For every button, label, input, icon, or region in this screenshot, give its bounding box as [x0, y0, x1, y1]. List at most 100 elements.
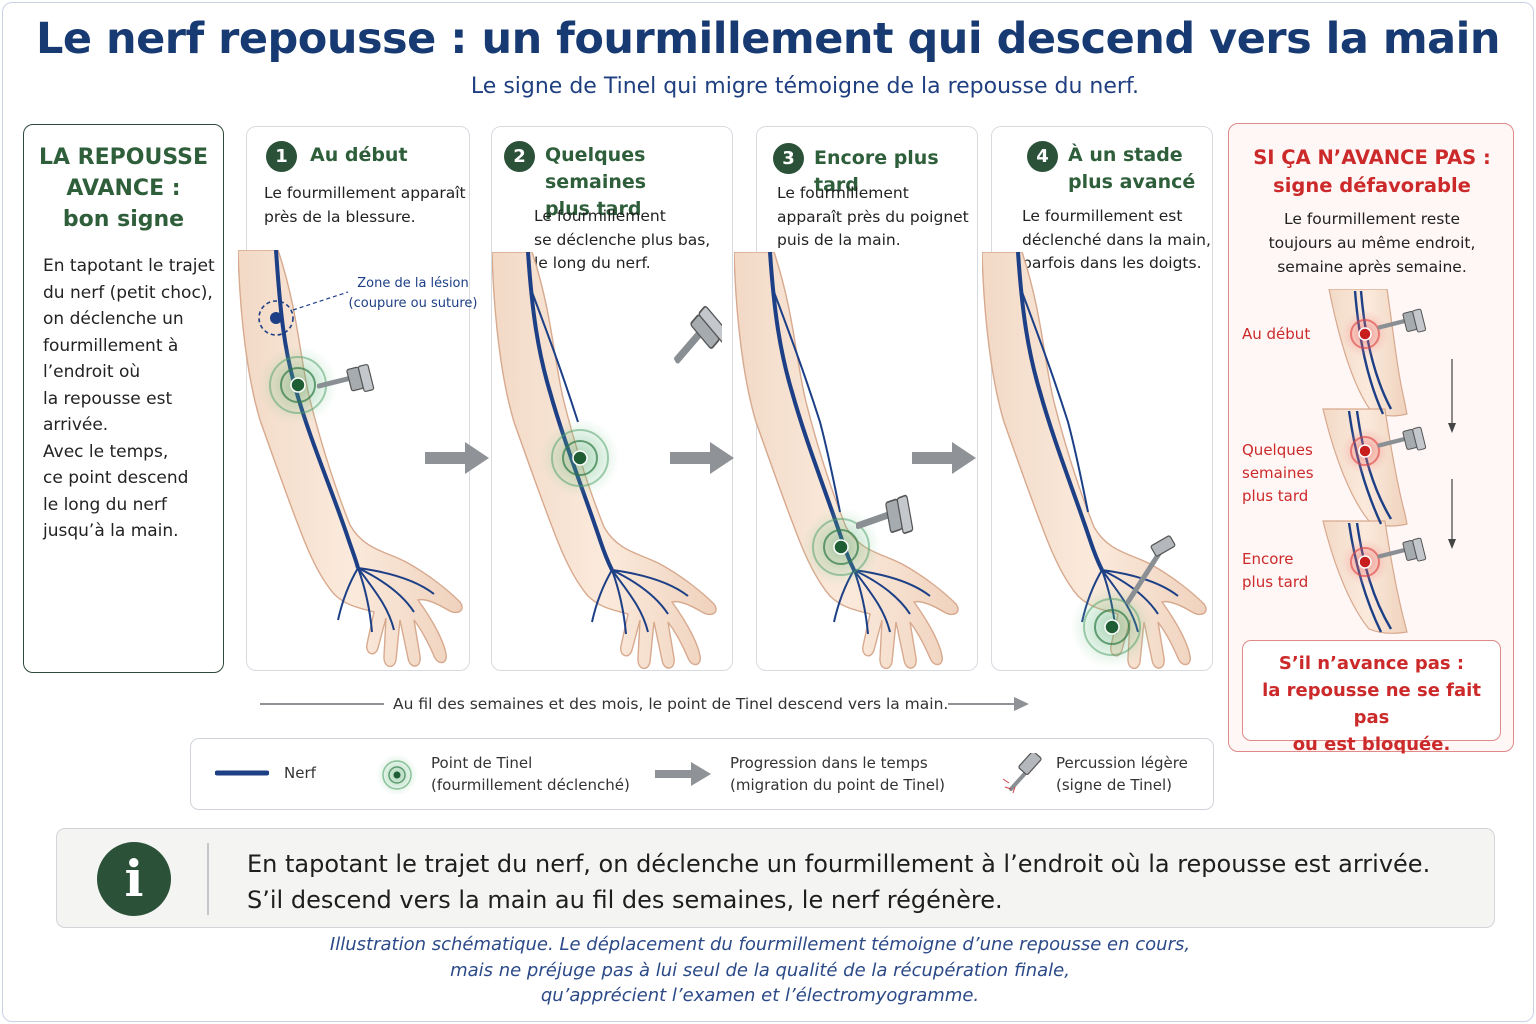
- bad-sign-description-line: Le fourmillement reste: [1284, 210, 1460, 228]
- hammer-swatch-head: [1018, 753, 1042, 775]
- stage-description: Le fourmillement se déclenche plus bas, …: [534, 205, 710, 276]
- stage-title: Quelques semaines plus tard: [545, 142, 732, 223]
- hammer-handle: [1125, 549, 1163, 605]
- legend-nerve-label: Nerf: [284, 764, 316, 782]
- tinel-ring: [280, 367, 316, 403]
- stage-title: Encore plus tard: [814, 147, 939, 196]
- stage-number-badge: 4: [1027, 141, 1058, 172]
- bad-sign-heading-line: signe défavorable: [1273, 174, 1471, 197]
- stuck-tinel-ring: [1350, 547, 1380, 577]
- good-sign-heading-line-3: bon signe: [62, 207, 185, 232]
- key-message-box: i En tapotant le trajet du nerf, on décl…: [56, 828, 1495, 928]
- tinel-point: [572, 450, 588, 466]
- legend-tinel-label: Point de Tinel (fourmillement déclenché): [431, 752, 630, 796]
- arm-illustration-stage-3: [734, 252, 964, 672]
- stage-number-badge: 1: [266, 141, 297, 172]
- key-message-line: S’il descend vers la main au fil des sem…: [247, 886, 1003, 914]
- good-sign-line: l’endroit où: [43, 362, 141, 382]
- stage-description-line: Le fourmillement est: [1022, 207, 1183, 225]
- legend-percussion-line: (signe de Tinel): [1056, 776, 1173, 794]
- legend-percussion-line: Percussion légère: [1056, 754, 1188, 772]
- nerve-branches: [833, 569, 931, 635]
- impact-marks: [1002, 778, 1016, 794]
- key-message-line: En tapotant le trajet du nerf, on déclen…: [247, 850, 1431, 878]
- page-subtitle: Le signe de Tinel qui migre témoigne de …: [470, 74, 1140, 99]
- good-sign-heading-line-2: AVANCE :: [66, 176, 181, 201]
- tinel-ring: [562, 440, 598, 476]
- legend-progression-line: Progression dans le temps: [730, 754, 928, 772]
- footnote-line: Illustration schématique. Le déplacement…: [329, 934, 1191, 955]
- good-sign-heading: LA REPOUSSE AVANCE : bon signe: [24, 142, 223, 235]
- tinel-point: [833, 539, 849, 555]
- good-sign-line: arrivée.: [43, 415, 109, 435]
- bad-sign-label-2: Quelques semaines plus tard: [1242, 439, 1314, 508]
- footnote-line: mais ne préjuge pas à lui seul de la qua…: [450, 959, 1070, 981]
- nerve-line: [1016, 252, 1104, 571]
- page-title: Le nerf repousse : un fourmillement qui …: [35, 14, 1501, 64]
- nerve-line: [274, 250, 360, 569]
- stage-description: Le fourmillement est déclenché dans la m…: [1022, 205, 1211, 276]
- timeline: Au fil des semaines et des mois, le poin…: [258, 690, 1038, 720]
- bad-sign-heading: SI ÇA N’AVANCE PAS : signe défavorable: [1229, 144, 1515, 200]
- bad-sign-label-line: semaines: [1242, 464, 1314, 482]
- stage-description-line: près de la blessure.: [264, 207, 416, 226]
- stage-description-line: Le fourmillement apparaît: [264, 184, 466, 202]
- tinel-point: [1104, 619, 1120, 635]
- good-sign-line: Avec le temps,: [43, 441, 169, 462]
- lesion-zone-marker: [258, 300, 294, 336]
- stage-description: Le fourmillement apparaît près du poigne…: [777, 182, 969, 253]
- tinel-ring: [551, 429, 609, 487]
- stage-description-line: déclenché dans la main,: [1022, 230, 1211, 249]
- nerve-branches: [591, 569, 689, 635]
- good-sign-line: ce point descend: [43, 468, 189, 488]
- bad-sign-label-3: Encore plus tard: [1242, 548, 1308, 594]
- stuck-tinel-ring: [1350, 436, 1380, 466]
- bad-sign-description-line: semaine après semaine.: [1277, 258, 1467, 276]
- stage-description-line: Le fourmillement: [534, 207, 666, 225]
- good-sign-line: le long du nerf: [43, 494, 167, 515]
- stage-title-line: plus avancé: [1068, 171, 1196, 193]
- legend-tinel-line: (fourmillement déclenché): [431, 776, 630, 794]
- hammer-icon: [1150, 535, 1176, 557]
- tinel-point: [290, 377, 306, 393]
- tinel-swatch-point: [393, 771, 401, 779]
- stage-title-line: plus tard: [545, 198, 642, 220]
- stage-description-line: le long du nerf.: [534, 254, 651, 272]
- nerve-line-secondary: [531, 291, 579, 423]
- tinel-ring: [823, 529, 859, 565]
- good-sign-line: on déclenche un: [43, 309, 184, 329]
- lesion-zone-label-line: (coupure ou suture): [348, 296, 478, 311]
- tinel-ring: [812, 518, 870, 576]
- timeline-caption: Au fil des semaines et des mois, le poin…: [393, 695, 949, 713]
- stuck-tinel-point: [1358, 327, 1372, 341]
- footnote-line: qu’apprécient l’examen et l’électromyogr…: [540, 985, 980, 1006]
- info-icon: i: [97, 842, 171, 916]
- bad-sign-illustration: [1322, 289, 1456, 634]
- bad-sign-conclusion-line: S’il n’avance pas :: [1278, 653, 1465, 674]
- hammer-icon: [661, 302, 722, 367]
- down-arrow-head: [1448, 539, 1456, 549]
- tinel-ring: [1083, 598, 1141, 656]
- stage-description-line: Le fourmillement: [777, 184, 909, 202]
- good-sign-heading-line-1: LA REPOUSSE: [38, 145, 209, 170]
- good-sign-line: jusqu’à la main.: [43, 521, 179, 541]
- bad-sign-label-line: plus tard: [1242, 573, 1309, 591]
- bad-sign-conclusion: S’il n’avance pas : la repousse ne se fa…: [1242, 640, 1501, 755]
- stage-number-badge: 3: [773, 143, 804, 174]
- arrow-shape: [912, 442, 976, 474]
- good-sign-body: En tapotant le trajet du nerf (petit cho…: [43, 253, 218, 545]
- arrow-shape: [670, 442, 734, 474]
- bad-sign-label-line: plus tard: [1242, 487, 1309, 505]
- good-sign-line: En tapotant le trajet: [43, 256, 215, 276]
- hammer-legend-icon: [1002, 753, 1042, 794]
- progression-arrow: [425, 442, 489, 474]
- good-sign-line: la repousse est: [43, 388, 173, 409]
- stage-description: Le fourmillement apparaît près de la ble…: [264, 182, 466, 229]
- bad-sign-description: Le fourmillement reste toujours au même …: [1229, 207, 1515, 279]
- lesion-point: [270, 312, 282, 324]
- legend-progression-line: (migration du point de Tinel): [730, 776, 945, 794]
- arm-illustration-stage-1: [238, 250, 468, 670]
- footnote: Illustration schématique. Le déplacement…: [0, 932, 1520, 1009]
- timeline-arrowhead: [1014, 697, 1029, 711]
